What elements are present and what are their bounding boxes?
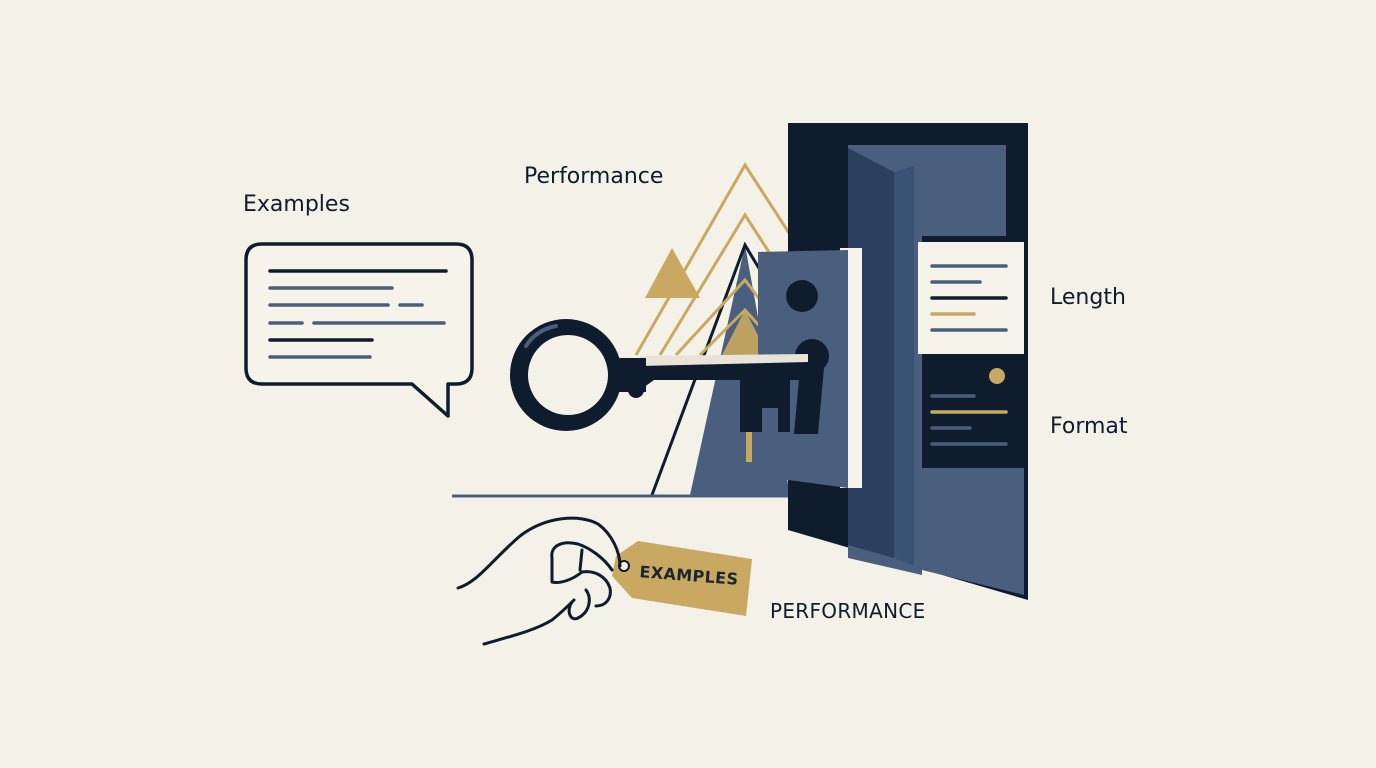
performance-label: Performance [524, 164, 664, 189]
length-label: Length [1050, 285, 1126, 310]
key-icon [510, 319, 808, 462]
format-label: Format [1050, 414, 1128, 439]
hand-icon [456, 516, 622, 646]
plate-hole-slot [794, 368, 824, 434]
examples-label: Examples [243, 192, 350, 217]
speech-bubble-icon [244, 242, 474, 418]
plate-hole-top [786, 280, 818, 312]
key-bow-hole [528, 335, 608, 415]
document-panel [918, 242, 1024, 468]
gold-dot [989, 368, 1005, 384]
gold-triangle-inner [722, 310, 768, 355]
performance-caps-label: PERFORMANCE [770, 599, 926, 623]
key-gold-pin [746, 404, 752, 462]
door-leaf-side [894, 166, 914, 566]
tag-body [612, 541, 752, 616]
door-lower-panel [922, 468, 1024, 595]
gold-triangle-small [645, 248, 700, 298]
